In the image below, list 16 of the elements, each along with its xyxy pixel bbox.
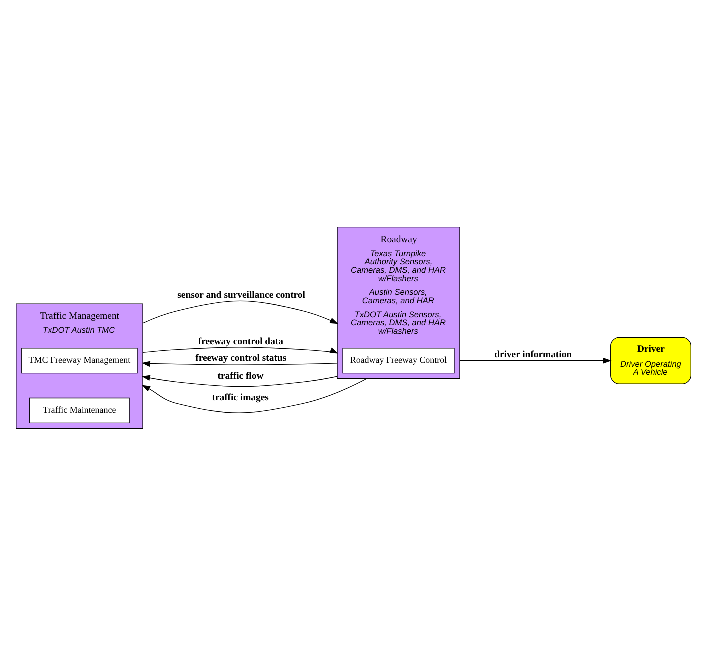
edge-label: freeway control data bbox=[198, 336, 284, 348]
node-box: TMC Freeway Management bbox=[22, 348, 138, 374]
arrow bbox=[142, 361, 338, 368]
node-box: Traffic Maintenance bbox=[30, 398, 130, 424]
arrow bbox=[142, 347, 338, 354]
edge-label: sensor and surveillance control bbox=[178, 290, 306, 302]
arrow bbox=[460, 358, 612, 364]
edge-label: traffic images bbox=[212, 392, 269, 404]
edge-label: driver information bbox=[494, 350, 572, 361]
node-box: Driver Driver Operating A Vehicle bbox=[610, 337, 692, 384]
node-box: Roadway Freeway Control bbox=[342, 348, 455, 374]
edge-label: freeway control status bbox=[196, 353, 287, 364]
arrow bbox=[142, 300, 338, 324]
arrow bbox=[142, 375, 338, 388]
arrow bbox=[142, 378, 368, 414]
edge-label: traffic flow bbox=[218, 371, 264, 382]
